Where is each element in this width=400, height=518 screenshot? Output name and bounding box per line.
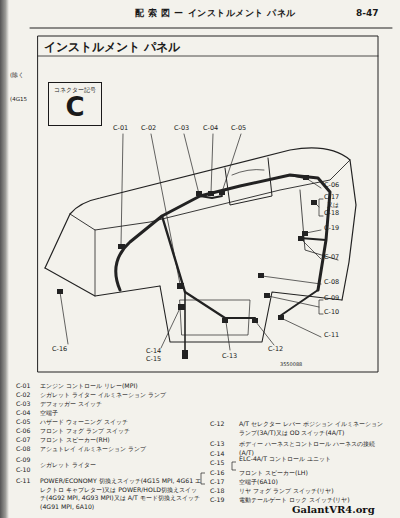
callout-number: C-19	[324, 225, 339, 233]
margin-fragment: (4G15	[10, 96, 27, 103]
legend-code: C-12	[210, 420, 224, 427]
legend-code: C-11	[16, 477, 30, 484]
callout-number: C-10	[324, 309, 339, 317]
callout-number: C-12	[268, 346, 283, 354]
box-heading: コネクター記号	[49, 86, 101, 94]
legend-code: C-14	[210, 450, 224, 457]
legend-text: フロント フォグ ランプ スイッチ	[40, 427, 130, 434]
legend-text: ELC-4A/T コントロール ユニット	[239, 455, 331, 462]
legend-text: シガレット ライター イルミネーション ランプ	[40, 391, 166, 398]
callout-number: C-09	[324, 295, 339, 303]
callout-number: C-01	[113, 125, 128, 133]
legend-code: C-19	[210, 496, 224, 503]
callout-number: C-15	[146, 356, 161, 364]
legend-text: 空端子	[40, 409, 58, 416]
legend-code: C-08	[16, 445, 30, 452]
legend-code: C-04	[16, 409, 30, 416]
legend-code: C-07	[16, 436, 30, 443]
legend-text: シガレット ライター	[40, 461, 96, 468]
legend-code: C-05	[16, 418, 30, 425]
callout-number: C-06	[324, 182, 339, 190]
callout-number: C-04	[203, 125, 218, 133]
legend-text: デフォッガー スイッチ	[40, 400, 102, 407]
legend-code: C-09	[16, 456, 30, 463]
callout-number: C-14	[146, 348, 161, 356]
page-header: 配 索 図 ー インストルメント パネル	[135, 8, 296, 19]
legend-text: POWER/ECONOMY 切換えスイッチ(4G15 MPI, 4G61 エレク…	[40, 477, 202, 512]
legend-text: ボディー ハーネスとコントロール ハーネスの接続(A/T)	[239, 440, 389, 457]
callout-number: C-03	[174, 125, 189, 133]
callout-number: C-08	[324, 279, 339, 287]
legend-code: C-16	[210, 469, 224, 476]
callout-number: C-11	[324, 332, 339, 340]
connector-symbol-box: コネクター記号C	[48, 82, 102, 126]
legend-code: C-10	[16, 466, 30, 473]
legend-text: エンジン コントロール リレー(MPI)	[40, 382, 138, 389]
callout-number: C-07	[324, 254, 339, 262]
legend-code: C-01	[16, 382, 30, 389]
figure-number: 3550088	[280, 361, 302, 367]
callout-number: C-17	[324, 194, 339, 202]
margin-fragment: (除く	[10, 72, 24, 79]
legend-code: C-18	[210, 487, 224, 494]
legend-text: A/T セレクター レバー ポジション イルミネーション ランプ(3A/T)又は…	[239, 420, 389, 437]
panel-title: インストルメント パネル	[44, 40, 180, 54]
legend-code: C-02	[16, 391, 30, 398]
binding-shadow	[0, 0, 9, 518]
legend-text: 電動テールゲート ロック スイッチ(リヤ)	[239, 496, 350, 503]
legend-code: C-13	[210, 440, 224, 447]
page-number: 8-47	[356, 8, 379, 19]
legend-code: C-15	[210, 459, 224, 466]
connector-letter: C	[49, 94, 101, 121]
legend-code: C-06	[16, 427, 30, 434]
legend-code: C-03	[16, 400, 30, 407]
callout-number: C-16	[52, 346, 67, 354]
callout-number: C-05	[231, 125, 246, 133]
watermark: GalantVR4.org	[292, 504, 375, 516]
legend-text: リヤ フォグ ランプ スイッチ(リヤ)	[239, 487, 334, 494]
legend-text: フロント スピーカー(RH)	[40, 436, 110, 443]
legend-text: 空端子(6A10)	[239, 478, 278, 485]
legend-text: ハザード ウォーニング スイッチ	[40, 418, 128, 425]
legend-text: アシュトレイ イルミネーション ランプ	[40, 445, 146, 452]
callout-number: C-18	[324, 210, 339, 218]
legend-text: フロント スピーカー(LH)	[239, 469, 308, 476]
callout-number: C-02	[141, 125, 156, 133]
legend-code: C-17	[210, 478, 224, 485]
callout-number: C-13	[222, 353, 237, 361]
callout-text: 又は	[327, 202, 339, 209]
